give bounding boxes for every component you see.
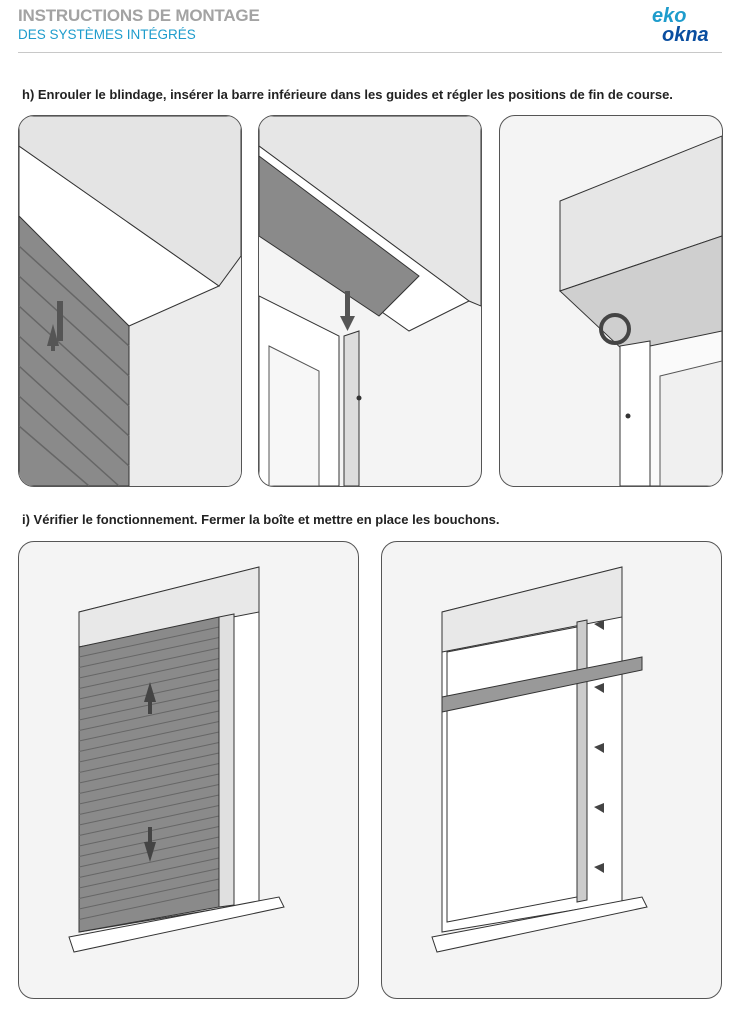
shutter-slat <box>78 668 220 700</box>
step-h-label: h) Enrouler le blindage, insérer la barr… <box>22 87 673 102</box>
shutter-slat <box>78 784 220 815</box>
shutter-slat <box>78 647 220 679</box>
shutter-slat <box>78 773 220 805</box>
eko-okna-logo: eko okna <box>652 5 709 44</box>
shutter-slat <box>78 637 220 668</box>
shutter-slat <box>78 626 220 658</box>
svg-text:okna: okna <box>662 24 709 44</box>
shutter-slat <box>78 868 220 899</box>
document-title: INSTRUCTIONS DE MONTAGE <box>18 6 260 25</box>
shutter-slat <box>78 721 220 752</box>
shutter-slat <box>78 742 220 773</box>
shutter-slat <box>78 857 220 889</box>
shutter-slat <box>78 658 220 689</box>
illustration-insert-bottom-bar <box>258 115 482 487</box>
step-i-label: i) Vérifier le fonctionnement. Fermer la… <box>22 512 500 527</box>
shutter-slat <box>78 805 220 836</box>
shutter-slat <box>78 794 220 826</box>
shutter-slat <box>78 700 220 731</box>
illustration-close-box-insert-caps <box>381 541 722 999</box>
illustration-test-shutter-operation <box>18 541 359 999</box>
shutter-slat <box>78 889 220 920</box>
shutter-slat <box>78 847 220 878</box>
header-divider <box>18 52 722 53</box>
document-subtitle: DES SYSTÈMES INTÉGRÉS <box>18 27 196 42</box>
shutter-slat <box>78 763 220 794</box>
shutter-slat <box>78 878 220 910</box>
illustration-adjust-end-positions <box>499 115 723 487</box>
shutter-slat <box>78 710 220 742</box>
shutter-slat <box>78 752 220 784</box>
shutter-slat <box>78 731 220 763</box>
illustration-roll-up-shutter <box>18 115 242 487</box>
svg-text:eko: eko <box>652 5 686 27</box>
